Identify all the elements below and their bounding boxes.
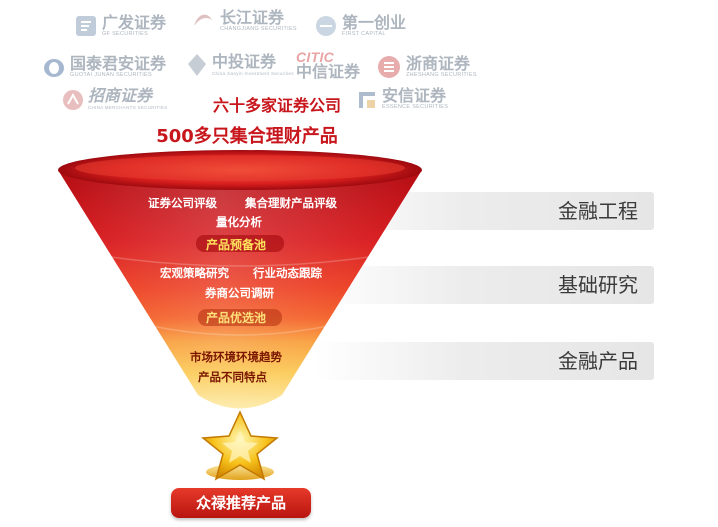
funnel-separator-1 bbox=[103, 255, 377, 267]
logo-zheshang-en: ZHESHANG SECURITIES bbox=[406, 71, 477, 78]
stage1-pool-label: 产品预备池 bbox=[206, 238, 267, 252]
label-basic-research: 基础研究 bbox=[558, 273, 638, 297]
guotai-junan-logo-icon bbox=[44, 58, 64, 77]
funnel-separator-2 bbox=[151, 325, 329, 336]
stage1-text-product-rating: 集合理财产品评级 bbox=[245, 196, 337, 210]
recommended-products-button[interactable]: 众禄推荐产品 bbox=[171, 488, 311, 518]
logo-guotai-junan-cn: 国泰君安证券 bbox=[70, 54, 167, 73]
star-inner-icon bbox=[222, 430, 258, 463]
funnel-rim-inner bbox=[75, 155, 405, 181]
gf-logo-icon bbox=[76, 16, 96, 36]
logo-gf-securities: 广发证券 GF SECURITIES bbox=[74, 14, 166, 38]
headline-line2: 500多只集合理财产品 bbox=[156, 126, 338, 147]
logo-zheshang-cn: 浙商证券 bbox=[406, 53, 471, 73]
logo-gf-en: GF SECURITIES bbox=[102, 30, 149, 37]
essence-logo-icon bbox=[359, 91, 375, 108]
label-financial-engineering: 金融工程 bbox=[558, 199, 638, 223]
logo-guotai-junan: 国泰君安证券 GUOTAI JUNAN SECURITIES bbox=[42, 56, 166, 79]
logo-china-merchants: 招商证券 CHINA MERCHANTS SECURITIES bbox=[62, 88, 168, 111]
side-band-basic-research bbox=[314, 266, 654, 304]
side-band-financial-products bbox=[314, 342, 654, 380]
funnel-shine bbox=[58, 170, 422, 409]
logo-changjiang-cn: 长江证券 bbox=[220, 7, 285, 27]
logo-china-jianyin-en: China Jianyin Investment Securities bbox=[212, 70, 294, 76]
stage2-text-macro: 宏观策略研究 bbox=[160, 266, 229, 280]
changjiang-logo-icon bbox=[194, 14, 212, 26]
headline-line1: 六十多家证券公司 bbox=[212, 96, 341, 115]
stage1-text-quant: 量化分析 bbox=[216, 215, 262, 229]
logo-china-jianyin: 中投证券 China Jianyin Investment Securities bbox=[186, 52, 294, 78]
logo-essence-en: ESSENCE SECURITIES bbox=[382, 104, 449, 110]
logo-first-capital: 第一创业 FIRST CAPITAL bbox=[314, 14, 406, 38]
logo-guotai-junan-en: GUOTAI JUNAN SECURITIES bbox=[70, 72, 152, 78]
first-capital-logo-icon bbox=[316, 16, 336, 36]
logo-china-jianyin-cn: 中投证券 bbox=[212, 51, 277, 71]
logo-china-merchants-en: CHINA MERCHANTS SECURITIES bbox=[88, 105, 168, 110]
logo-citic-cn: 中信证券 bbox=[296, 62, 361, 81]
stage2-text-industry: 行业动态跟踪 bbox=[253, 266, 322, 280]
stage3-text-market: 市场环境环境趋势 bbox=[190, 350, 282, 364]
china-jianyin-logo-icon bbox=[188, 54, 206, 76]
pool-bar-2 bbox=[198, 309, 282, 326]
logo-first-capital-cn: 第一创业 bbox=[342, 12, 407, 32]
stage2-text-survey: 券商公司调研 bbox=[205, 286, 274, 300]
logo-citic-securities: CITIC 中信证券 bbox=[296, 50, 360, 80]
stage3-text-features: 产品不同特点 bbox=[198, 370, 267, 384]
logo-changjiang-securities: 长江证券 CHANGJIANG SECURITIES bbox=[190, 8, 297, 34]
stage1-text-company-rating: 证券公司评级 bbox=[148, 196, 217, 210]
logo-first-capital-en: FIRST CAPITAL bbox=[342, 30, 386, 37]
logo-china-merchants-cn: 招商证券 bbox=[88, 86, 153, 105]
label-financial-products: 金融产品 bbox=[558, 349, 638, 373]
logo-zheshang-securities: 浙商证券 ZHESHANG SECURITIES bbox=[376, 54, 477, 80]
logo-essence-cn: 安信证券 bbox=[382, 86, 447, 105]
zheshang-logo-icon bbox=[378, 56, 400, 78]
pool-bar-1 bbox=[196, 235, 284, 252]
stage2-pool-label: 产品优选池 bbox=[206, 311, 267, 325]
logo-citic-en: CITIC bbox=[296, 49, 335, 65]
china-merchants-logo-icon bbox=[63, 89, 83, 110]
logo-gf-cn: 广发证券 bbox=[102, 12, 167, 32]
logo-essence-securities: 安信证券 ESSENCE SECURITIES bbox=[356, 88, 448, 111]
logo-changjiang-en: CHANGJIANG SECURITIES bbox=[220, 25, 297, 32]
